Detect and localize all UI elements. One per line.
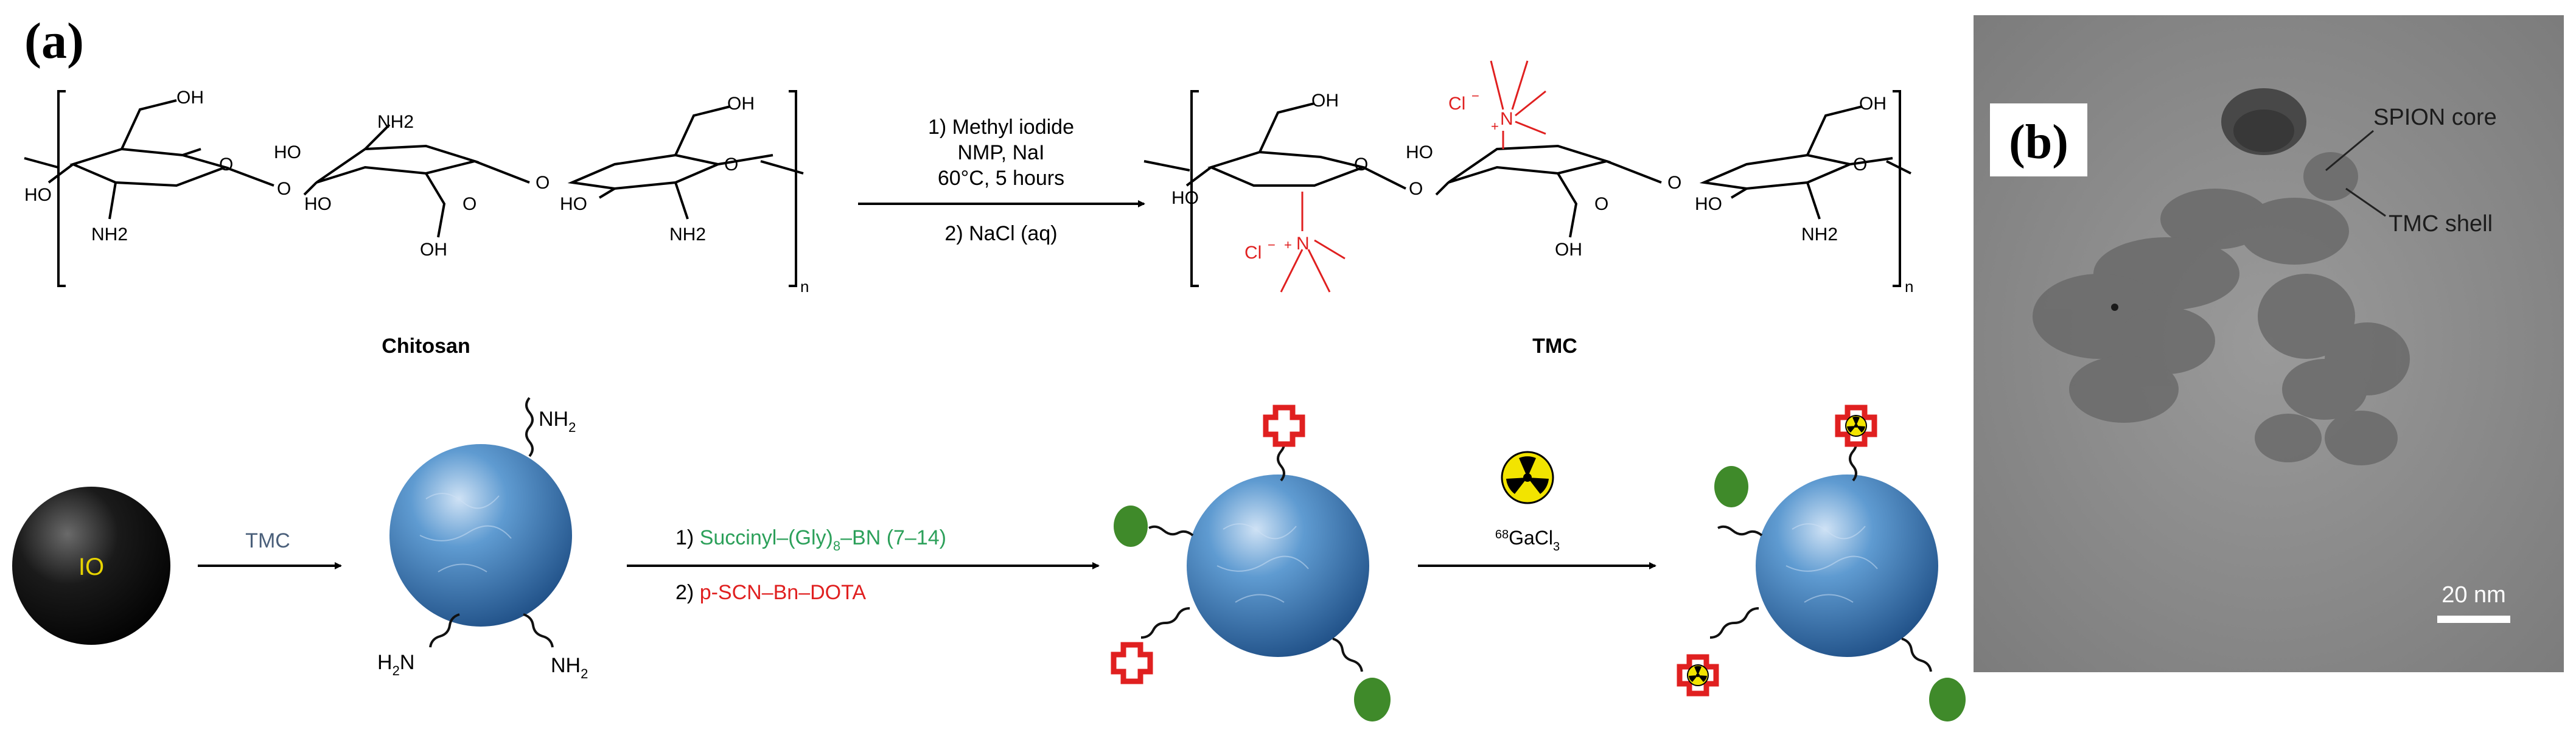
chitosan-o-ring2: O: [462, 194, 476, 214]
tmc-o-ring3: O: [1853, 155, 1867, 175]
chitosan-nh2-left: NH2: [91, 224, 128, 245]
functionalized-particle: [1111, 405, 1391, 721]
chitosan-oh-mid-bottom: OH: [420, 240, 447, 260]
radiolabeled-particle: [1677, 405, 1966, 721]
tmc-particle-amines: NH2 H2N NH2: [377, 408, 588, 681]
tmc-name: TMC: [1532, 335, 1577, 358]
chitosan-o-link2: O: [536, 173, 550, 193]
tmc-cl-left-charge: −: [1268, 237, 1276, 252]
synthesis-arrow-3: 68GaCl3: [1418, 451, 1656, 569]
tmc-oh-top-left: OH: [1311, 91, 1339, 111]
linker-top: [525, 397, 534, 457]
linker-bottom-left: [429, 613, 460, 648]
tmc-oh-top-right: OH: [1859, 94, 1887, 114]
step-2-line1: 1) Succinyl–(Gly)8–BN (7–14): [675, 526, 946, 554]
scale-bar-label: 20 nm: [2442, 582, 2506, 608]
synthesis-step-2-conditions: 1) Succinyl–(Gly)8–BN (7–14) 2) p-SCN–Bn…: [675, 526, 946, 604]
tmc-o-ring1: O: [1354, 155, 1368, 175]
synthesis-arrow-1: TMC: [198, 529, 342, 569]
spion-core-label: SPION core: [2373, 105, 2497, 130]
chitosan-name: Chitosan: [382, 335, 470, 358]
tmc-red-labels: Cl − + N Cl − + N: [1244, 88, 1513, 263]
tmc-ammonium-groups: [1280, 60, 1546, 293]
tmc-shell-label: TMC shell: [2389, 211, 2493, 237]
io-core-sphere: IO: [12, 487, 170, 645]
peptide-blob: [1929, 678, 1966, 721]
dota-chelator-icon: [1111, 642, 1153, 684]
tmc-ho-left: HO: [1171, 188, 1199, 208]
scale-bar: [2437, 616, 2510, 623]
tmc-cl-top-charge: −: [1471, 88, 1479, 103]
tmc-n-plus-top: +: [1491, 119, 1499, 134]
reaction-1-conditions: 1) Methyl iodide NMP, NaI 60°C, 5 hours …: [928, 116, 1074, 245]
labeled-chelator-icon: [1677, 654, 1719, 697]
tmc-ho-right: HO: [1695, 194, 1722, 214]
tem-nanoparticle-cluster: [2033, 88, 2410, 465]
chitosan-oh-top-right: OH: [727, 94, 755, 114]
chitosan-ho-mid-ring2: HO: [304, 194, 332, 214]
chitosan-ho-mid-label: HO: [274, 142, 301, 162]
peptide-blob: [1354, 678, 1391, 721]
amine-bottom-left: H2N: [377, 651, 414, 678]
chitosan-nh2-mid: NH2: [377, 112, 414, 132]
amine-top: NH2: [539, 408, 576, 435]
step-2-line2: 2) p-SCN–Bn–DOTA: [675, 581, 866, 604]
tmc-coated-particle: [389, 397, 572, 648]
tmc-structure: [1143, 90, 1911, 287]
panel-a-label: (a): [24, 13, 84, 69]
chitosan-o-ring3: O: [724, 155, 738, 175]
reaction-1-line3: 60°C, 5 hours: [938, 167, 1064, 190]
tmc-oh-mid-bottom: OH: [1555, 240, 1582, 260]
labeled-chelator-icon: [1835, 405, 1877, 447]
reaction-1-line4: 2) NaCl (aq): [944, 222, 1057, 245]
amine-bottom-right: NH2: [551, 654, 588, 681]
tmc-nh2-right: NH2: [1801, 224, 1838, 245]
dota-chelator-icon: [1263, 405, 1305, 447]
tmc-n-top: N: [1500, 109, 1513, 129]
tmc-cl-left: Cl: [1244, 243, 1262, 263]
gallium-label: 68GaCl3: [1495, 527, 1560, 554]
chitosan-o-ring1: O: [219, 155, 233, 175]
chitosan-ho-left: HO: [24, 185, 52, 205]
peptide-blob: [1114, 506, 1148, 547]
chitosan-repeat-n: n: [800, 277, 809, 296]
chitosan-nh2-right: NH2: [669, 224, 706, 245]
chitosan-structure: [24, 90, 804, 287]
reaction-1-line2: NMP, NaI: [958, 141, 1045, 164]
chitosan-oh-top-left: OH: [176, 88, 204, 108]
tmc-ho-mid: HO: [1406, 142, 1433, 162]
chitosan-ho-right: HO: [560, 194, 587, 214]
synthesis-arrow-1-label: TMC: [245, 529, 290, 552]
io-core-label: IO: [79, 554, 104, 580]
panel-b-label: (b): [2009, 116, 2068, 169]
chitosan-o-link1: O: [277, 179, 291, 199]
tmc-n-left: N: [1296, 234, 1310, 254]
radioactive-icon: [1501, 451, 1554, 504]
tmc-labels: OH O HO O HO O OH O OH O HO NH2 n TMC: [1171, 91, 1913, 358]
linker-bottom-right: [523, 613, 554, 648]
tmc-o-link2: O: [1667, 173, 1681, 193]
tmc-repeat-n: n: [1905, 277, 1913, 296]
tmc-o-link1: O: [1409, 179, 1423, 199]
panel-b-label-box: [1990, 103, 2087, 176]
tmc-cl-top: Cl: [1448, 94, 1465, 114]
tem-image-panel: (b) SPION core TMC shell 20 nm: [1974, 15, 2564, 672]
chitosan-labels: OH O HO NH2 O . HO NH2 HO O OH O OH O HO…: [24, 88, 809, 358]
tmc-o-ring2: O: [1594, 194, 1608, 214]
tmc-n-plus-left: +: [1284, 237, 1292, 252]
peptide-blob: [1714, 466, 1748, 507]
reaction-1-line1: 1) Methyl iodide: [928, 116, 1074, 139]
